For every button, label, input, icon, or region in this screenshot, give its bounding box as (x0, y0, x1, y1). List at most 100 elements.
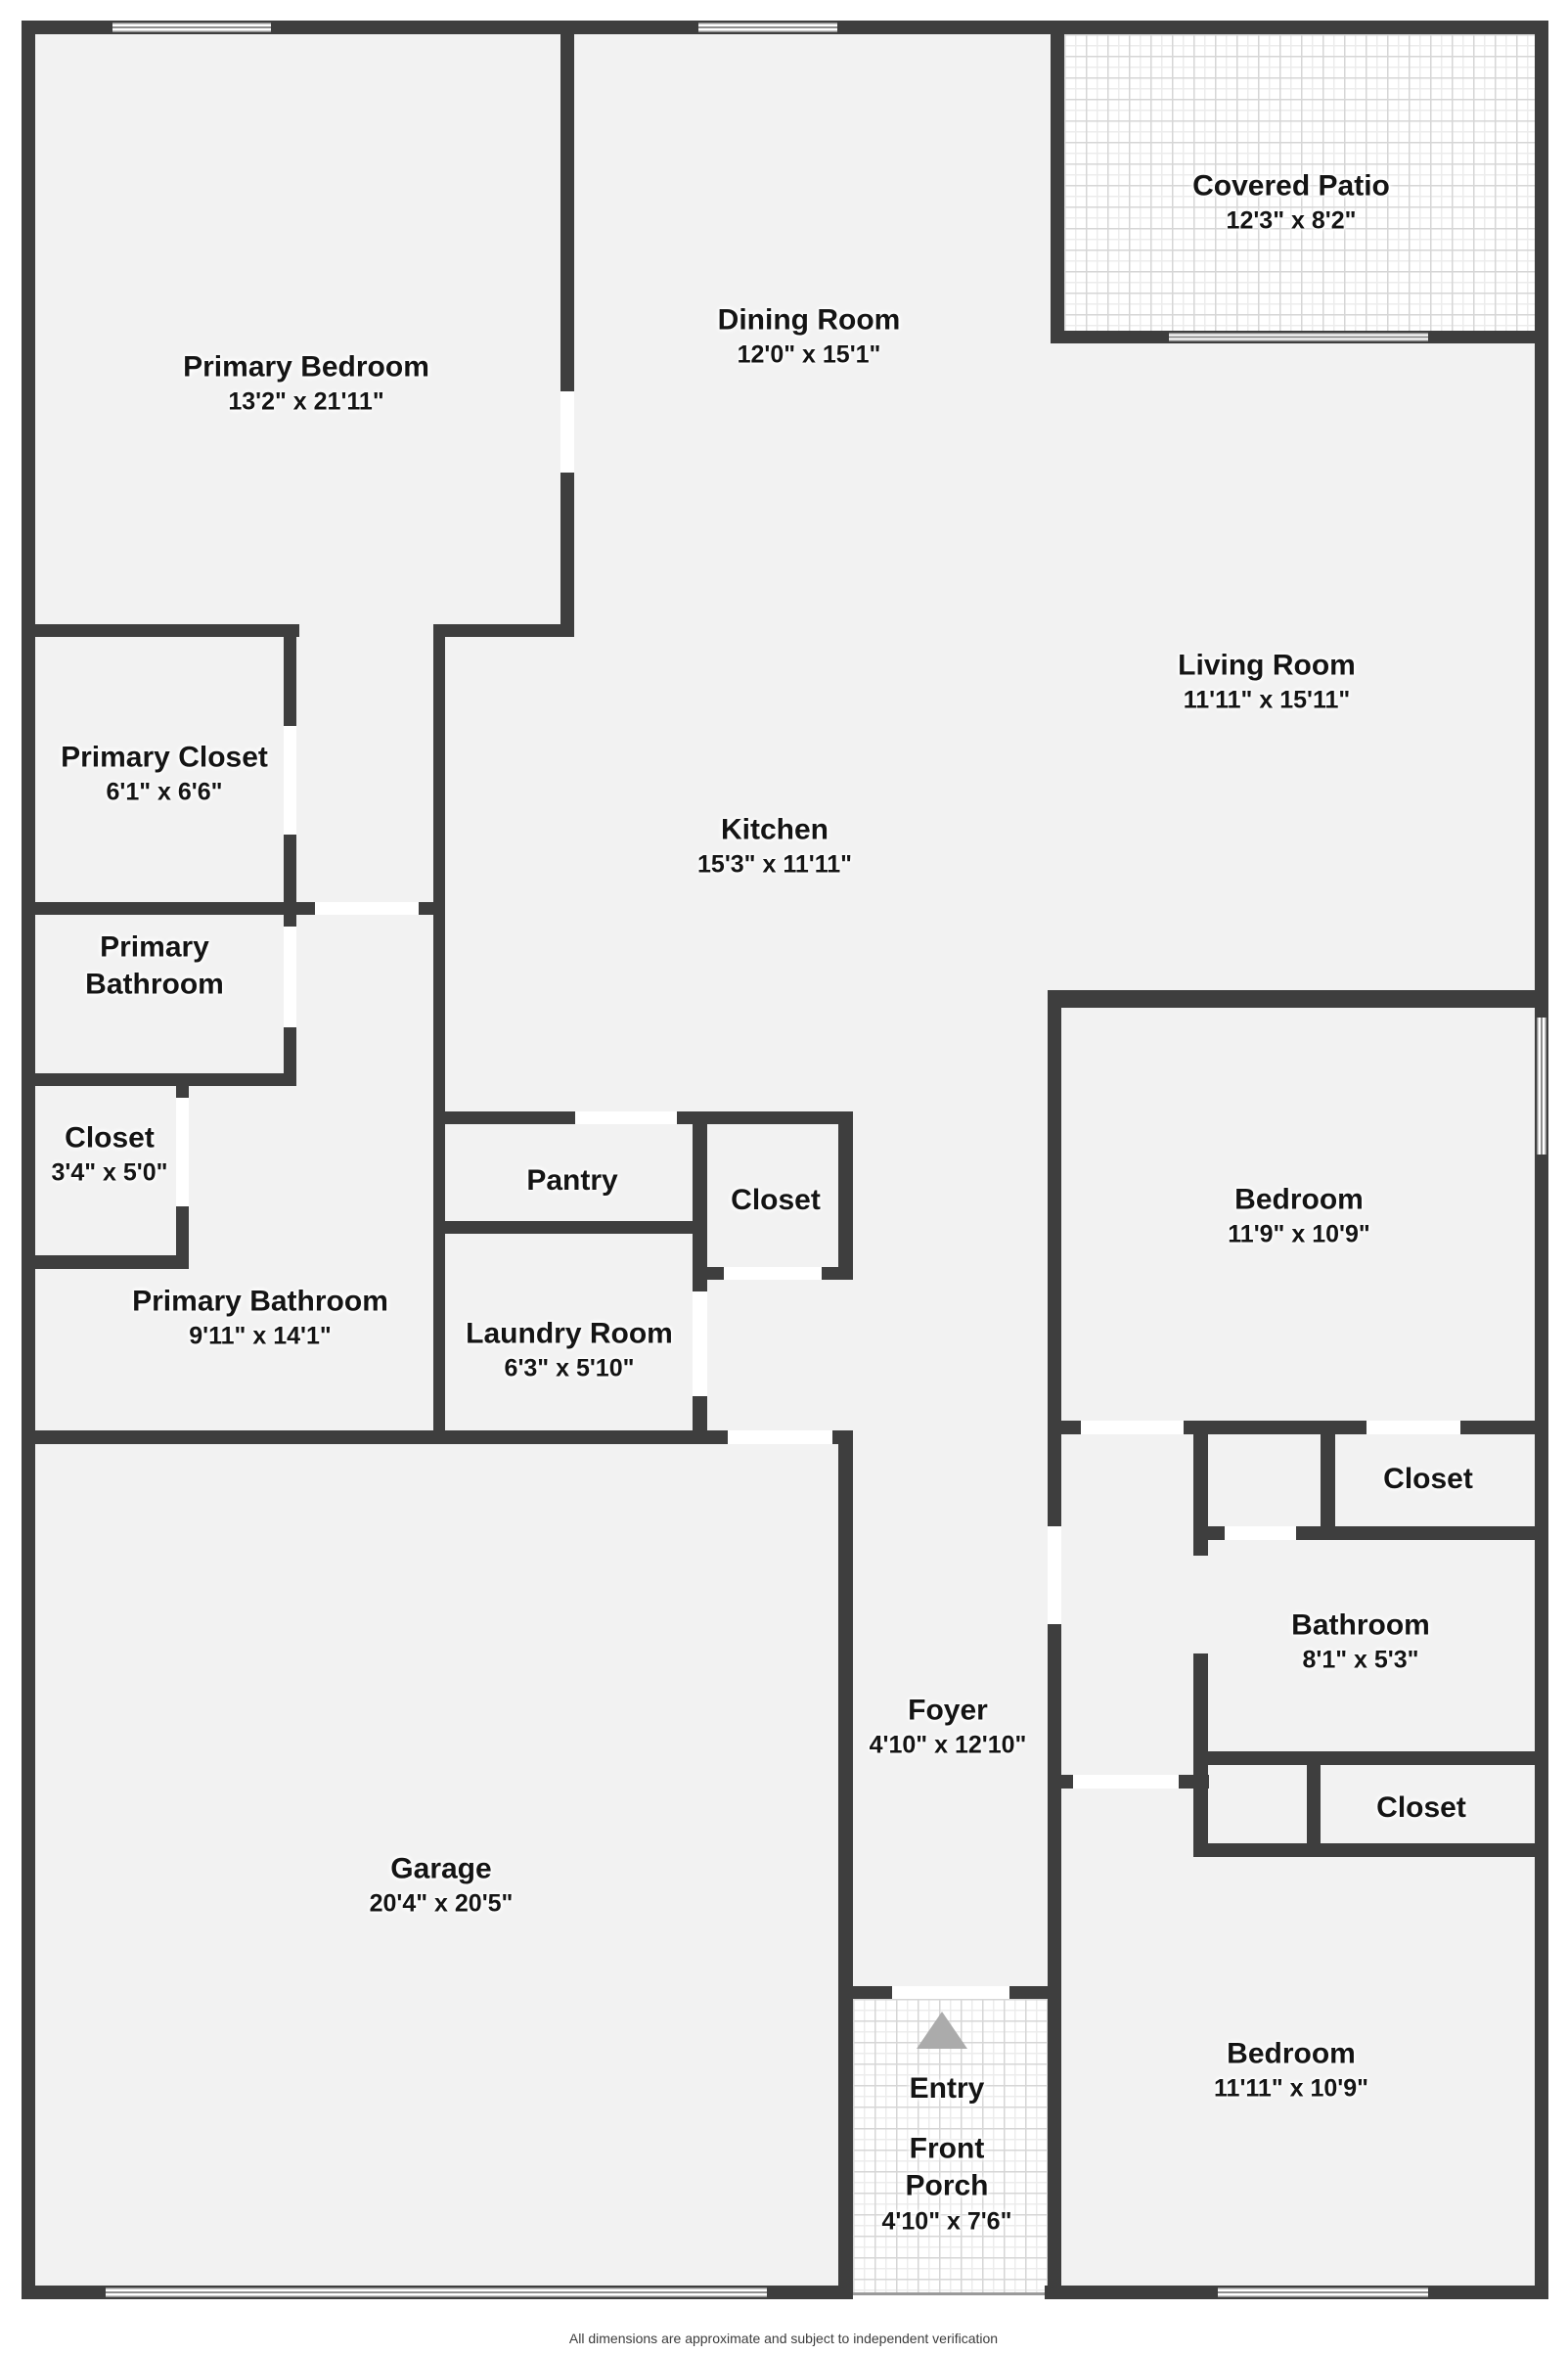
entry-direction-arrow-icon (917, 2012, 967, 2049)
room-dimensions: 12'3" x 8'2" (1226, 206, 1357, 235)
covered-patio-tiles (1064, 34, 1535, 331)
wall-lower-closet-right-b (176, 1206, 189, 1269)
room-label-closet-bedroom-1: Closet (1383, 1461, 1473, 1498)
wall-primary-closet-right-a (284, 637, 296, 726)
room-dimensions: 11'9" x 10'9" (1228, 1220, 1370, 1248)
wall-foyer-right-lower (1048, 1624, 1061, 2299)
wall-exterior-left (22, 21, 35, 2299)
room-label-primary-closet: Primary Closet 6'1" x 6'6" (61, 740, 268, 809)
room-dimensions: 6'1" x 6'6" (106, 778, 223, 806)
room-name: Primary Bathroom (132, 1285, 388, 1318)
window-bedroom1 (1537, 1018, 1546, 1155)
room-dimensions: 4'10" x 12'10" (869, 1731, 1027, 1759)
door-hall-closet (724, 1267, 822, 1280)
room-name: Primary Bathroom (85, 930, 224, 1001)
disclaimer-text: All dimensions are approximate and subje… (568, 2331, 999, 2346)
wall-hall-right-upper (1048, 990, 1061, 1526)
window-bedroom2 (1218, 2287, 1428, 2297)
garage-door (106, 2287, 767, 2297)
door-primary-suite-hall (315, 902, 419, 915)
room-name: Primary Bedroom (183, 350, 429, 384)
room-name: Foyer (908, 1694, 988, 1727)
wall-suite-kitchen-divider (433, 637, 445, 1444)
room-name: Closet (1383, 1462, 1473, 1495)
wall-primary-bedroom-right-lower (560, 473, 574, 637)
room-label-bathroom: Bathroom 8'1" x 5'3" (1291, 1608, 1430, 1677)
window-dining (698, 23, 837, 32)
wall-closet-bath-divider-b (419, 902, 445, 915)
room-dimensions: 12'0" x 15'1" (737, 340, 881, 369)
door-lower-closet (176, 1098, 189, 1206)
room-label-laundry-room: Laundry Room 6'3" x 5'10" (466, 1316, 673, 1385)
room-name: Closet (1376, 1790, 1466, 1824)
wall-garage-right (838, 1430, 853, 2299)
room-label-kitchen: Kitchen 15'3" x 11'11" (697, 812, 852, 882)
door-garage (728, 1430, 832, 1444)
wall-hall-closet-right (838, 1111, 853, 1280)
wall-bathroom-left-b (1193, 1653, 1208, 1751)
room-name: Front Porch (905, 2132, 989, 2202)
room-name: Pantry (526, 1163, 618, 1197)
wall-bathroom-bottom (1193, 1751, 1535, 1765)
door-primary-bedroom (560, 391, 574, 473)
wall-primary-bath-right (284, 1027, 296, 1073)
room-name: Closet (731, 1183, 821, 1216)
room-label-primary-bathroom-upper: Primary Bathroom (52, 929, 257, 1005)
room-name: Bedroom (1234, 1183, 1364, 1216)
room-label-entry: Entry (910, 2070, 985, 2107)
wall-lower-closet-right-a (176, 1073, 189, 1098)
room-label-closet-bedroom-2: Closet (1376, 1789, 1466, 1827)
floor-area (35, 34, 1535, 2286)
wall-lower-closet-bottom (22, 1255, 189, 1269)
wall-closet1-left (1321, 1434, 1335, 1526)
room-dimensions: 11'11" x 10'9" (1214, 2074, 1368, 2103)
door-linen-upper (1225, 1526, 1296, 1540)
door-laundry (693, 1291, 707, 1396)
room-label-closet-hall: Closet (731, 1182, 821, 1219)
room-dimensions: 8'1" x 5'3" (1302, 1646, 1419, 1674)
room-dimensions: 6'3" x 5'10" (504, 1354, 635, 1382)
wall-exterior-right (1535, 21, 1548, 2299)
room-name: Closet (65, 1121, 155, 1155)
room-label-pantry: Pantry (526, 1162, 617, 1200)
door-closet1 (1366, 1421, 1460, 1434)
wall-bathroom-left-a (1193, 1540, 1208, 1556)
wall-laundry-right-b (693, 1396, 707, 1444)
room-label-garage: Garage 20'4" x 20'5" (370, 1851, 514, 1921)
room-name: Bedroom (1227, 2037, 1356, 2070)
wall-garage-top (22, 1430, 853, 1444)
door-pantry (575, 1111, 677, 1124)
door-bedroom1 (1081, 1421, 1184, 1434)
room-label-foyer: Foyer 4'10" x 12'10" (870, 1693, 1027, 1762)
room-label-bedroom-2: Bedroom 11'11" x 10'9" (1214, 2036, 1368, 2106)
room-name: Laundry Room (466, 1317, 673, 1350)
wall-lower-closet-top (22, 1073, 296, 1086)
wall-closet-bath-divider (22, 902, 315, 915)
room-name: Entry (909, 2071, 985, 2105)
room-name: Primary Closet (61, 741, 268, 774)
room-dimensions: 15'3" x 11'11" (697, 850, 852, 879)
door-bedroom2 (1073, 1775, 1179, 1789)
wall-living-bedroom-divider (1048, 990, 1548, 1008)
room-name: Bathroom (1291, 1608, 1430, 1642)
room-name: Dining Room (717, 303, 901, 337)
room-dimensions: 20'4" x 20'5" (369, 1889, 514, 1918)
wall-closet2-left (1307, 1765, 1321, 1857)
patio-sliding-door (1169, 333, 1428, 341)
room-name: Kitchen (720, 813, 829, 846)
door-bath-vestibule (1048, 1526, 1061, 1624)
door-primary-bathroom-upper (284, 927, 296, 1027)
door-primary-closet (284, 726, 296, 835)
wall-pantry-laundry-divider (433, 1221, 693, 1234)
room-label-bedroom-1: Bedroom 11'9" x 10'9" (1228, 1182, 1369, 1251)
room-name: Garage (390, 1852, 492, 1885)
wall-primary-bedroom-right-upper (560, 34, 574, 391)
wall-primary-closet-top (22, 624, 299, 637)
